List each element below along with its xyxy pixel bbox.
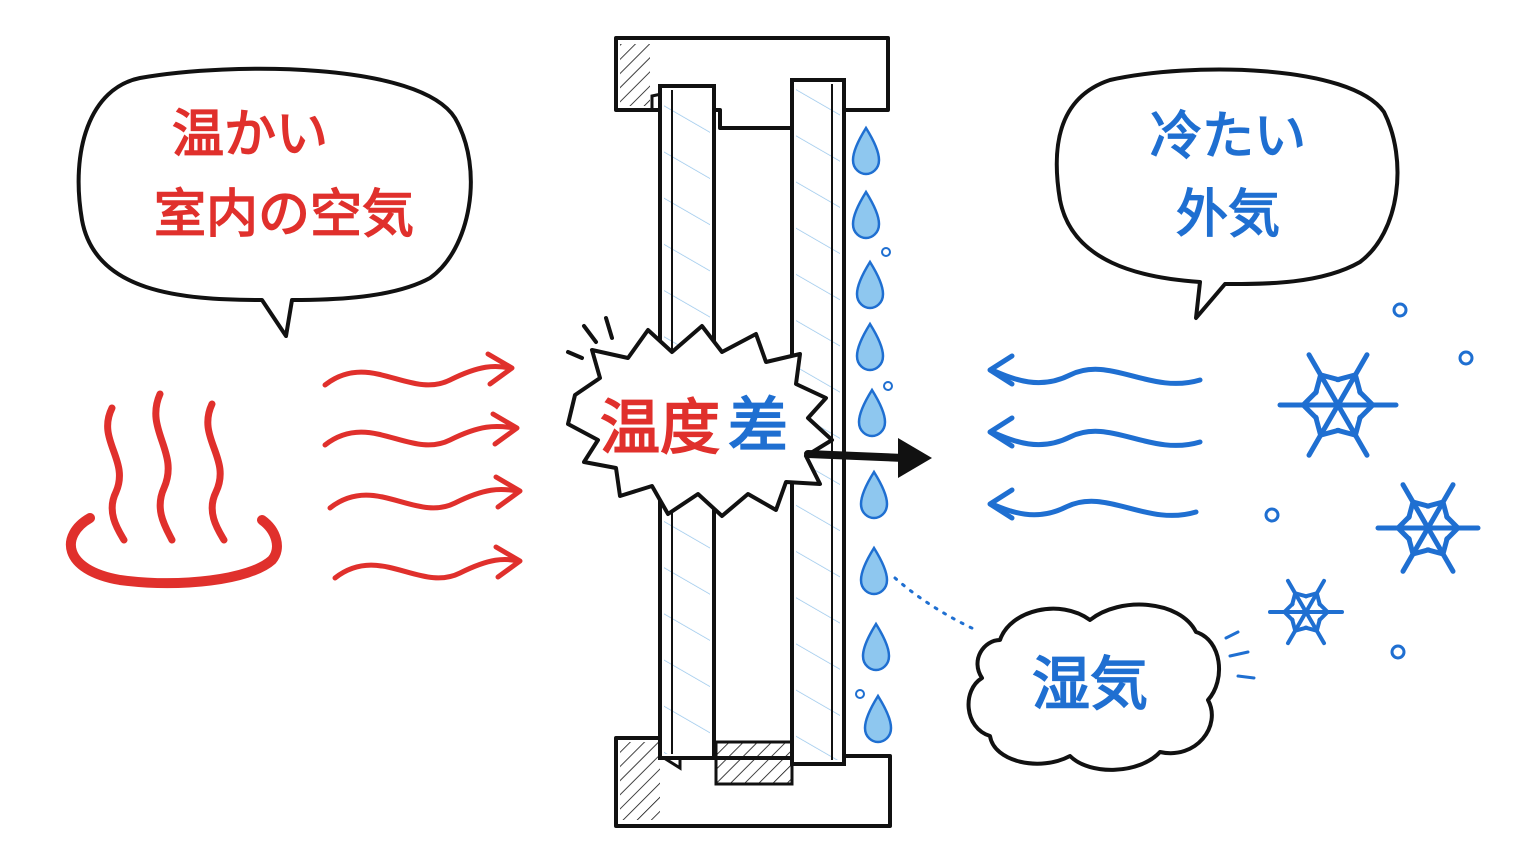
temperature-difference-burst: 温度 差 — [566, 316, 834, 518]
warm-air-flow — [322, 351, 523, 581]
water-dot — [881, 247, 891, 257]
water-drop-icon — [851, 125, 881, 176]
water-dot — [855, 689, 865, 699]
window-spacer — [714, 740, 794, 786]
warm-arrow-3 — [327, 474, 523, 511]
cloud-text: 湿気 — [1032, 650, 1148, 718]
warm-air-bubble: 温かい 室内の空気 — [76, 66, 473, 338]
condensation-droplets — [851, 125, 893, 744]
cold-air-flow — [987, 353, 1203, 521]
warm-arrow-1 — [322, 351, 515, 388]
cold-bubble-line2: 外気 — [1176, 185, 1280, 245]
warm-bubble-line1: 温かい — [172, 105, 328, 165]
water-drop-icon — [851, 189, 881, 240]
snow-particles — [1264, 302, 1474, 660]
cold-arrow-3 — [987, 487, 1199, 521]
water-drop-icon — [859, 545, 889, 596]
water-drop-icon — [861, 621, 891, 672]
snowflake-icon — [1277, 352, 1399, 458]
burst-text-cold: 差 — [728, 392, 788, 462]
warm-bubble-line2: 室内の空気 — [154, 185, 414, 245]
cold-air-bubble: 冷たい 外気 — [1054, 67, 1400, 320]
cold-bubble-line1: 冷たい — [1150, 107, 1306, 167]
water-drop-icon — [859, 469, 889, 520]
water-drop-icon — [855, 321, 885, 372]
warm-arrow-4 — [332, 544, 523, 581]
window-frame-top — [614, 36, 890, 130]
cold-arrow-1 — [987, 353, 1203, 387]
burst-text-warm: 温度 — [600, 394, 720, 464]
heat-transfer-arrow-icon — [804, 438, 932, 478]
snowflake-icon — [1375, 482, 1481, 574]
snowflakes — [1268, 352, 1481, 646]
water-dot — [883, 381, 893, 391]
snowflake-icon — [1268, 578, 1344, 646]
water-drop-icon — [855, 259, 885, 310]
hot-spring-steam-icon — [65, 390, 282, 589]
water-drop-icon — [857, 387, 887, 438]
cold-arrow-2 — [987, 415, 1203, 449]
water-drop-icon — [863, 693, 893, 744]
warm-arrow-2 — [322, 411, 520, 448]
humidity-cloud: 湿気 — [893, 576, 1256, 772]
